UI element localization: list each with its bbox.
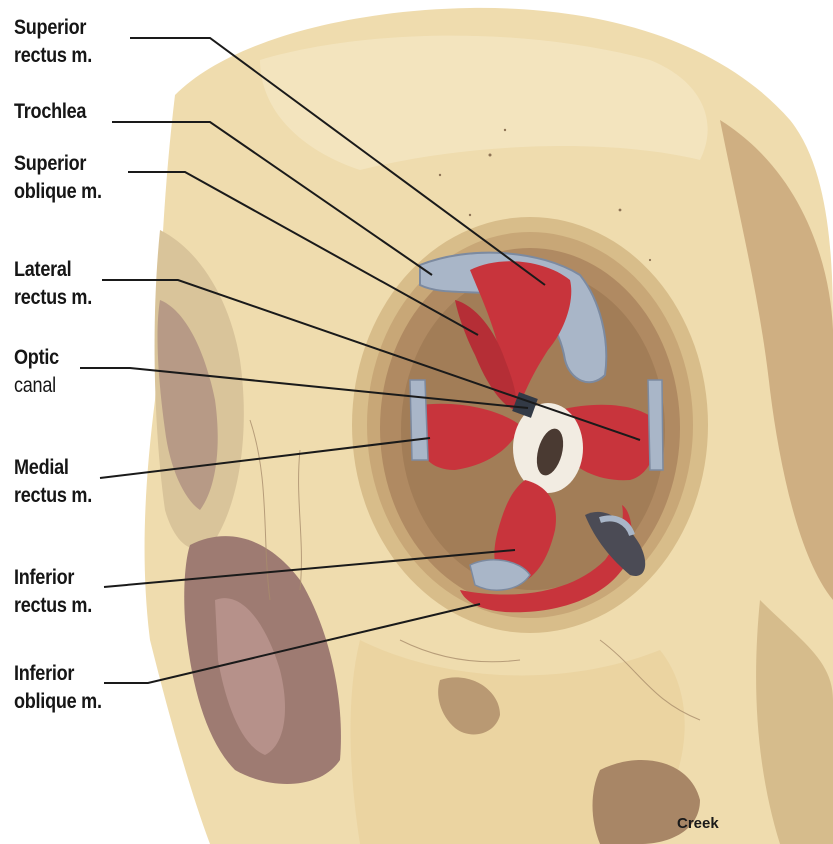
label-lateral-rectus: Lateral rectus m. xyxy=(14,256,92,312)
label-line: rectus m. xyxy=(14,592,92,620)
label-line: rectus m. xyxy=(14,42,92,70)
label-inferior-oblique: Inferior oblique m. xyxy=(14,660,102,716)
label-medial-rectus: Medial rectus m. xyxy=(14,454,92,510)
label-line: rectus m. xyxy=(14,482,92,510)
label-line: Trochlea xyxy=(14,98,86,126)
label-line: rectus m. xyxy=(14,284,92,312)
label-inferior-rectus: Inferior rectus m. xyxy=(14,564,92,620)
label-line: Superior xyxy=(14,14,92,42)
label-optic-canal: Optic canal xyxy=(14,344,59,400)
label-line: Inferior xyxy=(14,660,102,688)
label-superior-rectus: Superior rectus m. xyxy=(14,14,92,70)
artist-signature: Creek xyxy=(677,815,719,832)
label-line: oblique m. xyxy=(14,178,102,206)
label-line: Medial xyxy=(14,454,92,482)
label-line: Lateral xyxy=(14,256,92,284)
label-trochlea: Trochlea xyxy=(14,98,86,126)
label-line: Superior xyxy=(14,150,102,178)
label-line: Optic xyxy=(14,344,59,372)
label-line: Inferior xyxy=(14,564,92,592)
label-superior-oblique: Superior oblique m. xyxy=(14,150,102,206)
label-line: canal xyxy=(14,372,59,400)
label-line: oblique m. xyxy=(14,688,102,716)
